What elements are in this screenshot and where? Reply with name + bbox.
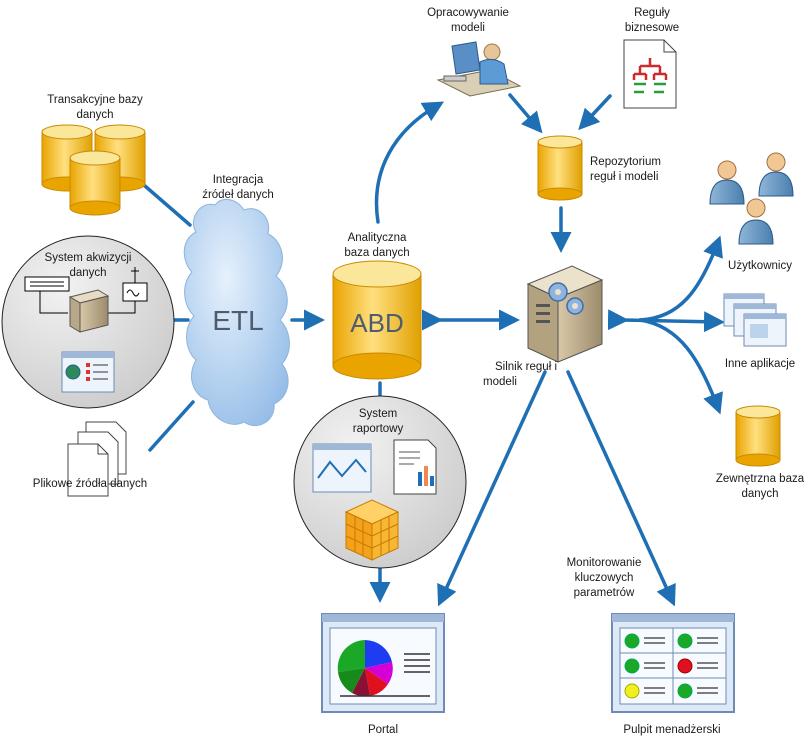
dashboard-icon xyxy=(611,613,735,713)
device-icon xyxy=(24,276,70,292)
connection-arrows xyxy=(143,93,725,607)
database-icon xyxy=(537,135,583,201)
analityczna-label-2: baza danych xyxy=(344,247,409,259)
repozytorium-label-2: reguł i modeli xyxy=(590,171,658,183)
cube-icon xyxy=(344,499,400,561)
server-icon xyxy=(526,265,604,363)
sensor-icon xyxy=(122,267,148,302)
silnik-label-2: modeli xyxy=(483,376,517,388)
system-akwizycji-label-1: System akwizycji xyxy=(45,252,132,264)
silnik-group: Silnik reguł i modeli xyxy=(483,265,604,388)
user-icon xyxy=(709,160,745,205)
arrow-silnik-inne xyxy=(607,309,725,333)
integracja-label-2: źródeł danych xyxy=(202,189,274,201)
raportowy-label-2: raportowy xyxy=(353,423,404,435)
system-raportowy-group: System raportowy xyxy=(293,395,467,569)
opracowywanie-group: Opracowywanie modeli xyxy=(427,7,522,97)
reguly-group: Reguły biznesowe xyxy=(623,7,679,109)
workstation-icon xyxy=(436,41,522,97)
monitorowanie-label-1: Monitorowanie xyxy=(567,557,642,569)
plikowe-zrodla-group: Plikowe źródła danych xyxy=(33,421,147,497)
plikowe-label: Plikowe źródła danych xyxy=(33,478,147,490)
gear-icon xyxy=(548,282,584,315)
arrow-silnik-uzytkownicy xyxy=(638,235,723,322)
arrow-silnik-pulpit xyxy=(566,370,676,607)
etl-cloud-group: Integracja źródeł danych ETL xyxy=(183,174,290,427)
pie-chart-icon xyxy=(337,640,393,697)
portal-group: Portal xyxy=(321,613,445,736)
window-icon xyxy=(743,313,787,347)
repozytorium-label-1: Repozytorium xyxy=(590,156,661,168)
database-icon xyxy=(332,260,422,380)
document-icon xyxy=(67,421,127,497)
zewnetrzna-label-1: Zewnętrzna baza xyxy=(716,473,805,485)
raportowy-label-1: System xyxy=(359,408,397,420)
arrow-silnik-zewn xyxy=(638,318,723,415)
silnik-label-1: Silnik reguł i xyxy=(495,361,557,373)
arrow-silnik-portal xyxy=(437,370,547,607)
system-akwizycji-group: System akwizycji danych xyxy=(1,235,175,409)
arrow-plikowe-etl xyxy=(148,400,195,452)
monitorowanie-label-2: kluczowych xyxy=(575,572,634,584)
arrow-opracowywanie-repo xyxy=(508,93,543,134)
transakcyjne-bazy-group: Transakcyjne bazy danych xyxy=(41,94,146,216)
uzytkownicy-group: Użytkownicy xyxy=(709,152,794,272)
opracowywanie-label-1: Opracowywanie xyxy=(427,7,509,19)
abd-text: ABD xyxy=(350,308,403,338)
database-icon xyxy=(69,150,121,216)
arrow-transakcyjne-etl xyxy=(143,184,192,227)
rules-document-icon xyxy=(623,39,677,109)
pulpit-label: Pulpit menadżerski xyxy=(623,724,720,736)
zewnetrzna-baza-group: Zewnętrzna baza danych xyxy=(716,405,805,500)
opracowywanie-label-2: modeli xyxy=(451,22,485,34)
reguly-label-1: Reguły xyxy=(634,7,670,19)
inne-aplikacje-group: Inne aplikacje xyxy=(723,293,795,370)
transakcyjne-label-2: danych xyxy=(76,109,113,121)
analityczna-label-1: Analityczna xyxy=(348,232,407,244)
cloud-icon xyxy=(183,198,290,427)
pulpit-group: Pulpit menadżerski xyxy=(611,613,735,736)
transakcyjne-label-1: Transakcyjne bazy xyxy=(47,94,143,106)
arrow-abd-opracowywanie xyxy=(374,101,445,224)
user-icon xyxy=(738,198,774,245)
window-icon xyxy=(61,351,115,393)
uzytkownicy-label: Użytkownicy xyxy=(728,260,792,272)
server-icon xyxy=(68,289,110,333)
inne-aplikacje-label: Inne aplikacje xyxy=(725,358,795,370)
user-icon xyxy=(758,152,794,197)
monitorowanie-label-3: parametrów xyxy=(574,587,635,599)
repozytorium-group: Repozytorium reguł i modeli xyxy=(537,135,661,201)
report-document-icon xyxy=(393,439,437,495)
integracja-label-1: Integracja xyxy=(213,174,264,186)
etl-text: ETL xyxy=(212,305,263,336)
arrow-reguly-repo xyxy=(578,94,612,131)
portal-label: Portal xyxy=(368,724,398,736)
monitorowanie-group: Monitorowanie kluczowych parametrów xyxy=(567,557,642,599)
abd-group: Analityczna baza danych ABD xyxy=(332,232,422,380)
database-icon xyxy=(735,405,781,467)
line-chart-window-icon xyxy=(312,443,372,493)
zewnetrzna-label-2: danych xyxy=(741,488,778,500)
system-akwizycji-label-2: danych xyxy=(69,267,106,279)
reguly-label-2: biznesowe xyxy=(625,22,679,34)
